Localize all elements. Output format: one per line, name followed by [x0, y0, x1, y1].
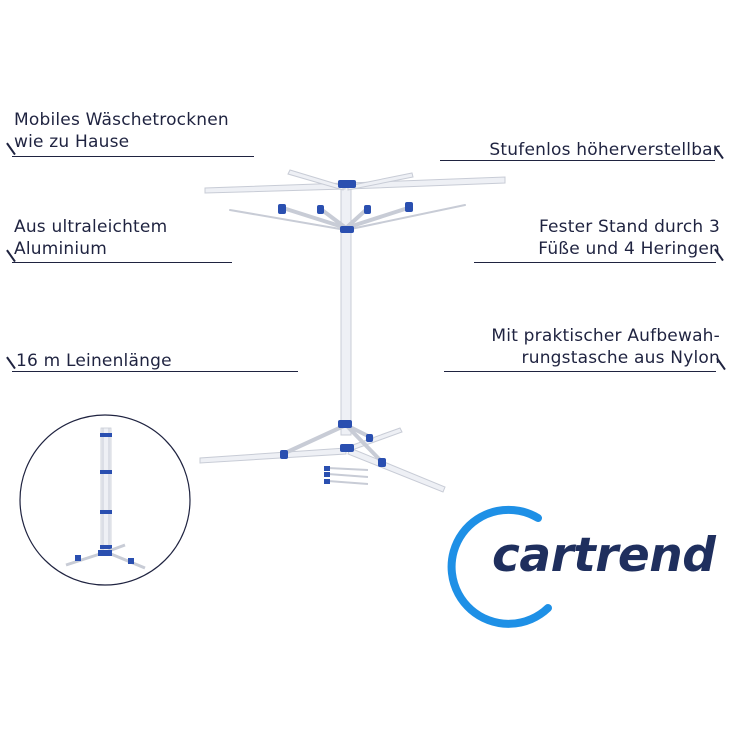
cartrend-logo-arc-icon — [447, 505, 552, 628]
feature-height-rule — [440, 160, 715, 161]
feature-bag-line2: rungstasche aus Nylon — [521, 348, 720, 368]
feature-aluminium-line1: Aus ultraleichtem — [14, 217, 168, 237]
feature-stand: Fester Stand durch 3 Füße und 4 Heringen — [538, 216, 720, 260]
feature-bag-line1: Mit praktischer Aufbewah- — [491, 326, 720, 346]
feature-height: Stufenlos höherverstellbar — [489, 139, 720, 161]
dryer-top-struts — [229, 204, 466, 231]
folded-dryer-inset — [19, 414, 191, 586]
feature-mobile-line1: Mobiles Wäschetrocknen — [14, 110, 229, 130]
feature-stand-line1: Fester Stand durch 3 — [538, 217, 720, 237]
dryer-top-joints — [278, 180, 413, 233]
feature-stand-line2: Füße und 4 Heringen — [538, 239, 720, 259]
dryer-pegs — [324, 466, 369, 485]
feature-height-line1: Stufenlos höherverstellbar — [489, 140, 720, 160]
dryer-base-joints — [280, 420, 386, 467]
feature-line-length-rule — [12, 371, 298, 372]
feature-mobile-rule — [12, 156, 254, 157]
cartrend-logo: cartrend — [492, 528, 716, 583]
feature-line-length: 16 m Leinenlänge — [16, 350, 172, 372]
feature-mobile: Mobiles Wäschetrocknen wie zu Hause — [14, 109, 229, 153]
feature-mobile-line2: wie zu Hause — [14, 132, 130, 152]
feature-stand-rule — [474, 262, 716, 263]
feature-aluminium-rule — [12, 262, 232, 263]
feature-aluminium: Aus ultraleichtem Aluminium — [14, 216, 167, 260]
feature-bag-rule — [444, 371, 716, 372]
feature-aluminium-line2: Aluminium — [14, 239, 108, 259]
feature-line-length-line1: 16 m Leinenlänge — [16, 351, 172, 371]
feature-bag: Mit praktischer Aufbewah- rungstasche au… — [491, 325, 720, 369]
